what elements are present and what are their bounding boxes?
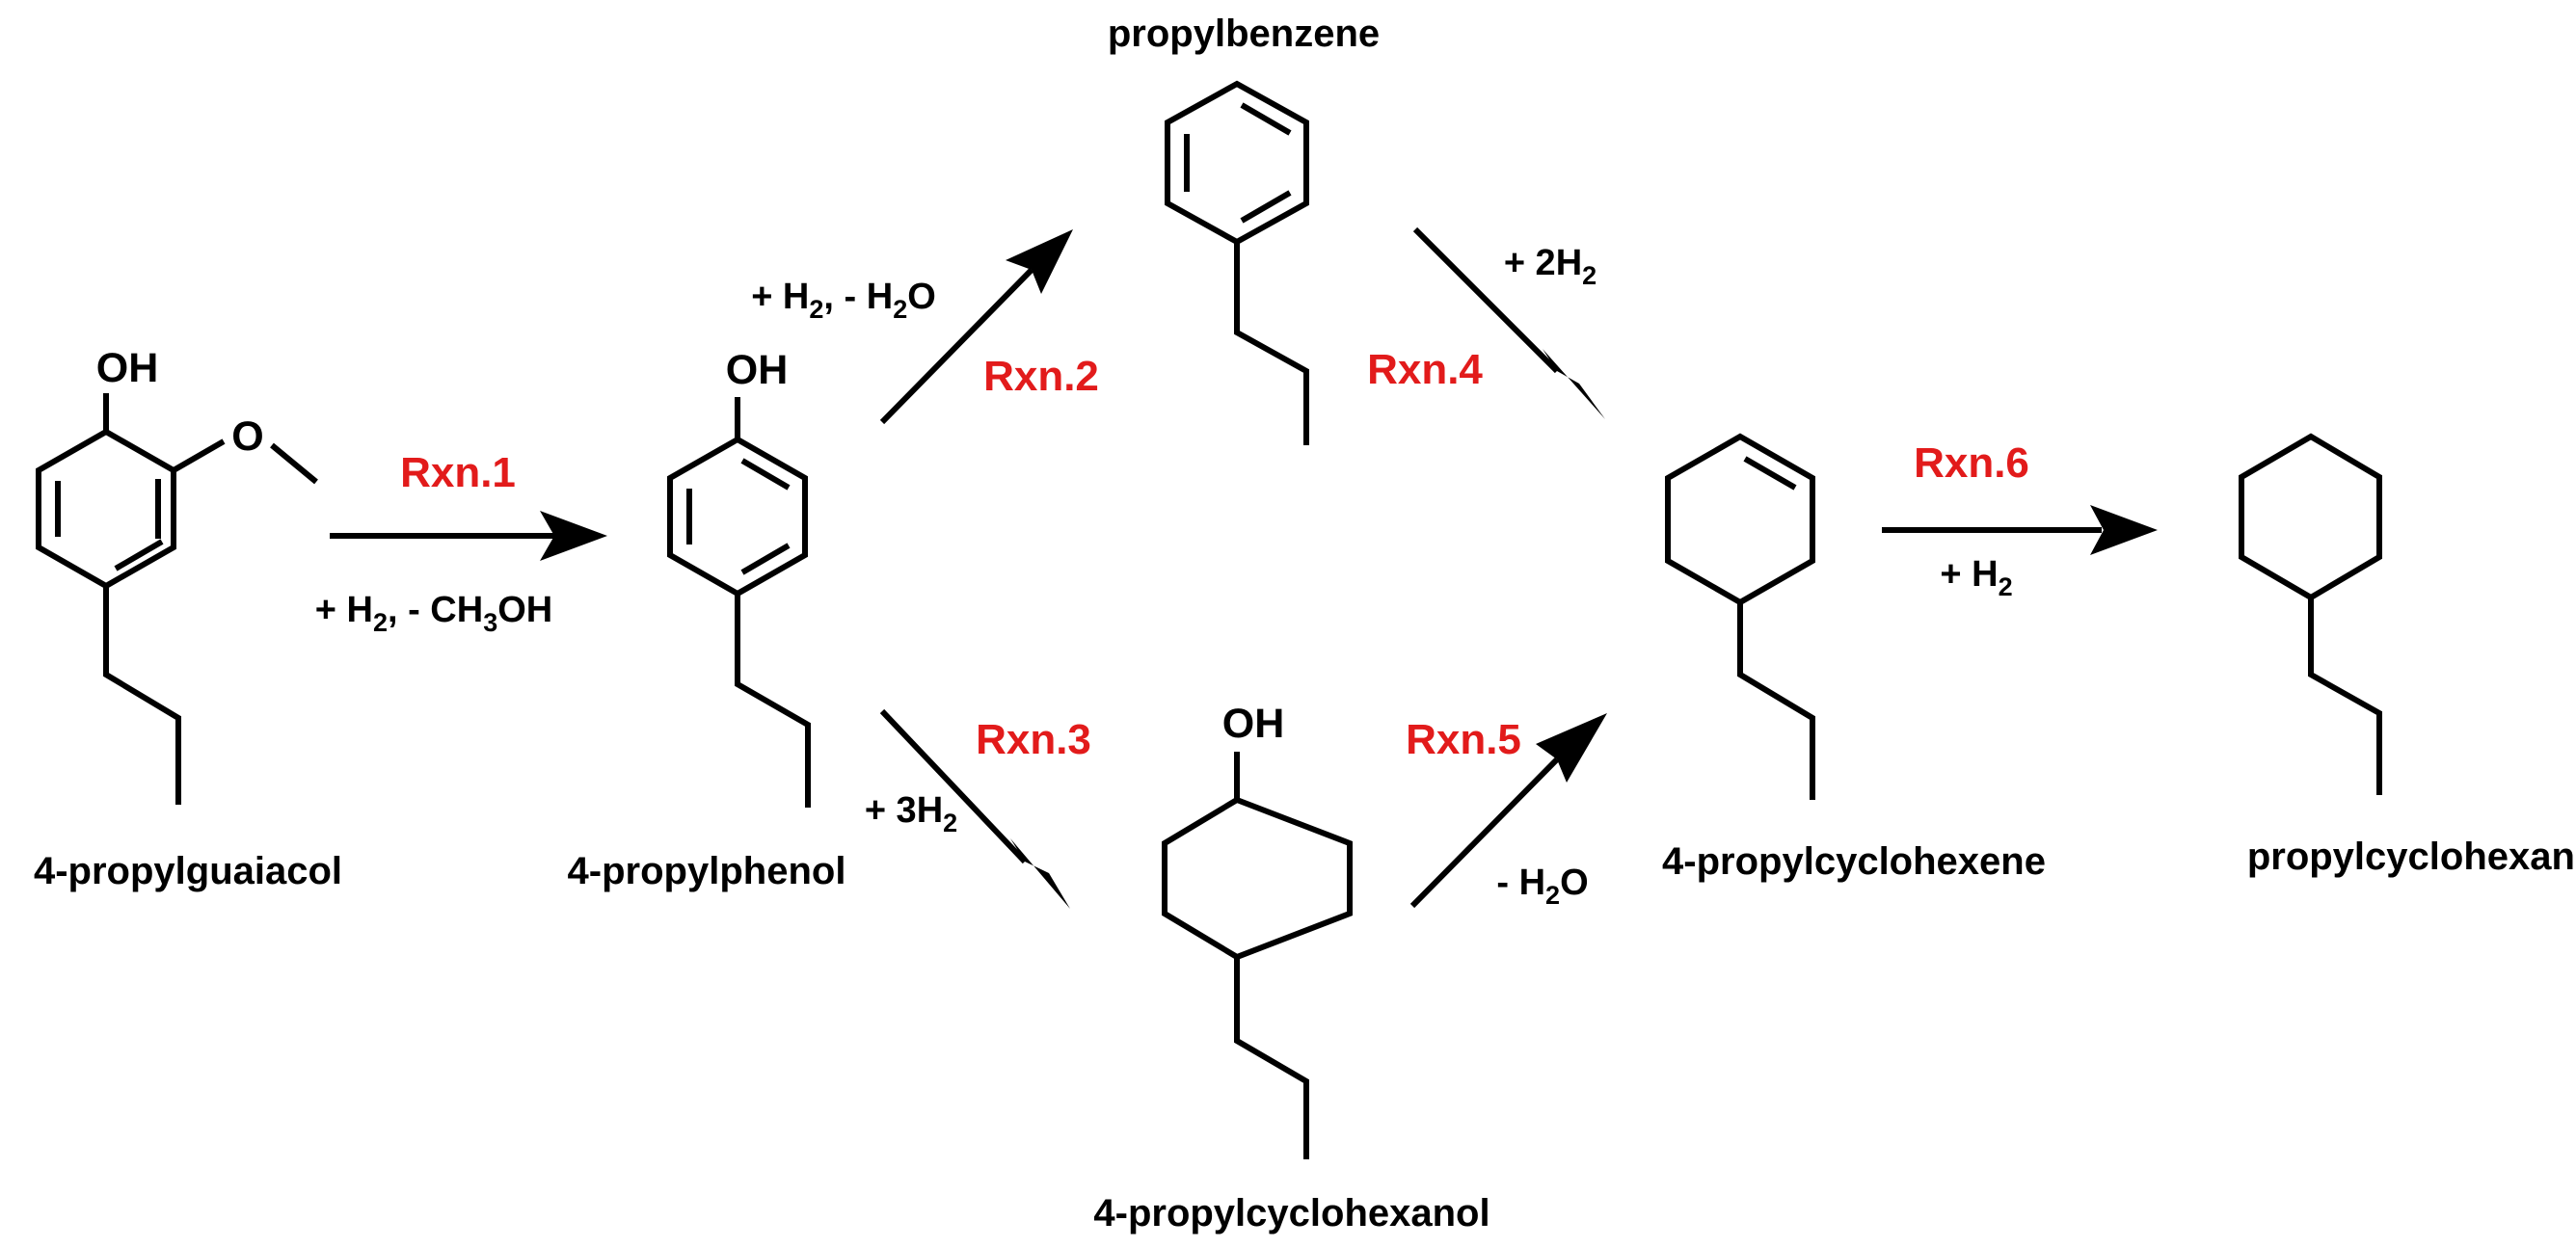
rxn1-label: Rxn.1 bbox=[400, 449, 516, 496]
propylbenzene-structure bbox=[1165, 80, 1309, 445]
rxn5-arrow bbox=[1409, 713, 1607, 909]
rxn3-arrow bbox=[879, 708, 1070, 909]
propylphenol-oh-label: OH bbox=[726, 347, 789, 393]
rxn6-conditions: + H2 bbox=[1940, 554, 2012, 601]
propylcyclohexene-double-bond bbox=[1743, 456, 1797, 491]
propylguaiacol-oh-label: OH bbox=[96, 345, 159, 391]
rxn6-arrow bbox=[1882, 505, 2158, 555]
propylguaiacol-propyl-chain bbox=[103, 586, 181, 805]
propylguaiacol-inner-bond bbox=[114, 539, 164, 571]
propylphenol-structure bbox=[667, 397, 811, 808]
propylcyclohexane-propyl-chain bbox=[2308, 597, 2382, 795]
rxn4-label: Rxn.4 bbox=[1367, 346, 1483, 393]
propylcyclohexene-propyl-chain bbox=[1737, 602, 1815, 800]
rxn2-arrow bbox=[879, 229, 1073, 425]
propylguaiacol-methyl-bond bbox=[270, 442, 318, 485]
propylcyclohexanol-propyl-chain bbox=[1234, 957, 1309, 1159]
propylcyclohexanol-ring bbox=[1162, 796, 1353, 961]
propylbenzene-propyl-chain bbox=[1234, 242, 1309, 445]
propylguaiacol-name: 4-propylguaiacol bbox=[34, 850, 342, 892]
rxn5-label: Rxn.5 bbox=[1406, 716, 1521, 763]
rxn5-conditions: - H2O bbox=[1496, 863, 1588, 910]
propylguaiacol-o-bond bbox=[172, 438, 226, 473]
rxn4-conditions: + 2H2 bbox=[1504, 243, 1597, 290]
rxn3-conditions: + 3H2 bbox=[865, 790, 957, 837]
propylcyclohexanol-structure bbox=[1162, 752, 1353, 1159]
propylcyclohexene-name: 4-propylcyclohexene bbox=[1662, 840, 2046, 883]
propylphenol-propyl-chain bbox=[735, 594, 811, 808]
rxn2-label: Rxn.2 bbox=[983, 353, 1099, 400]
propylcyclohexane-structure bbox=[2239, 433, 2382, 795]
propylphenol-inner-bond bbox=[740, 543, 791, 575]
rxn1-arrow bbox=[330, 511, 607, 561]
rxn1-conditions: + H2, - CH3OH bbox=[315, 590, 552, 637]
propylcyclohexane-name: propylcyclohexane bbox=[2247, 836, 2576, 878]
rxn6-label: Rxn.6 bbox=[1914, 439, 2029, 487]
propylphenol-inner-bond bbox=[740, 458, 791, 491]
propylcyclohexanol-name: 4-propylcyclohexanol bbox=[1093, 1192, 1489, 1235]
rxn2-conditions: + H2, - H2O bbox=[751, 277, 936, 324]
propylphenol-name: 4-propylphenol bbox=[568, 850, 846, 892]
propylbenzene-name: propylbenzene bbox=[1108, 13, 1380, 55]
rxn4-arrow bbox=[1412, 226, 1605, 419]
rxn3-label: Rxn.3 bbox=[976, 716, 1091, 763]
propylcyclohexene-ring bbox=[1665, 433, 1815, 606]
propylbenzene-inner-bond bbox=[1240, 190, 1292, 224]
propylguaiacol-structure bbox=[36, 393, 318, 805]
propylbenzene-inner-bond bbox=[1240, 102, 1292, 136]
propylcyclohexanol-oh-label: OH bbox=[1222, 701, 1285, 747]
propylcyclohexene-structure bbox=[1665, 433, 1815, 800]
propylcyclohexane-ring bbox=[2239, 433, 2382, 601]
propylguaiacol-o-label: O bbox=[231, 413, 263, 460]
